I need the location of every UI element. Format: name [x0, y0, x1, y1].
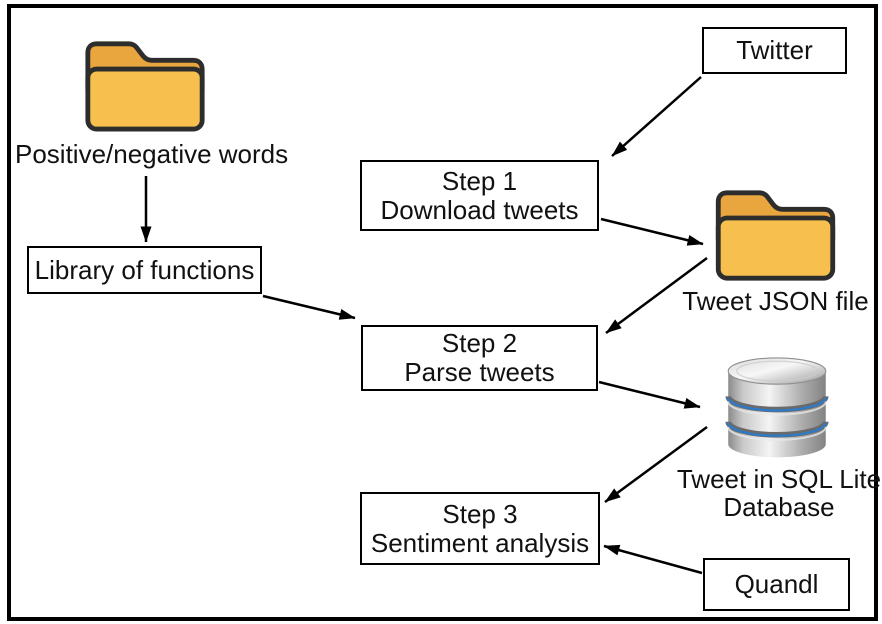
database-label-line1: Tweet in SQL Lite — [676, 464, 882, 494]
quandl-label: Quandl — [734, 569, 819, 599]
edge-jsonfolder-step2 — [605, 256, 708, 335]
database-icon-wrap — [723, 357, 831, 467]
node-step3: Step 3 Sentiment analysis — [360, 492, 600, 565]
twitter-label: Twitter — [736, 35, 813, 65]
edge-step2-database — [598, 380, 701, 409]
edge-quandl-step3 — [603, 544, 703, 575]
step3-subtitle: Sentiment analysis — [370, 527, 590, 558]
words-folder-label: Positive/negative words — [15, 139, 289, 169]
edge-twitter-step1 — [611, 76, 702, 157]
edge-database-step3 — [604, 425, 708, 504]
folder-icon — [85, 41, 205, 132]
step3-title: Step 3 — [442, 498, 518, 529]
json-folder-label: Tweet JSON file — [682, 286, 869, 316]
step1-title: Step 1 — [441, 165, 518, 196]
node-library: Library of functions — [27, 246, 262, 294]
diagram-border — [7, 4, 878, 621]
edge-step1-jsonfolder — [600, 217, 704, 246]
database-label: Tweet in SQL Lite Database — [668, 465, 882, 521]
step2-subtitle: Parse tweets — [404, 357, 555, 387]
folder-icon — [715, 190, 836, 281]
json-folder-icon-wrap — [713, 186, 838, 288]
node-quandl: Quandl — [703, 558, 850, 611]
step2-title: Step 2 — [441, 328, 518, 358]
words-folder-icon-wrap — [83, 37, 207, 139]
database-icon — [725, 357, 829, 458]
node-step2: Step 2 Parse tweets — [361, 325, 598, 391]
node-step1: Step 1 Download tweets — [360, 160, 599, 231]
step1-subtitle: Download tweets — [380, 194, 579, 225]
edge-library-step2 — [262, 294, 356, 320]
database-label-line2: Database — [723, 492, 835, 522]
library-label: Library of functions — [34, 254, 255, 285]
node-twitter: Twitter — [702, 27, 847, 74]
